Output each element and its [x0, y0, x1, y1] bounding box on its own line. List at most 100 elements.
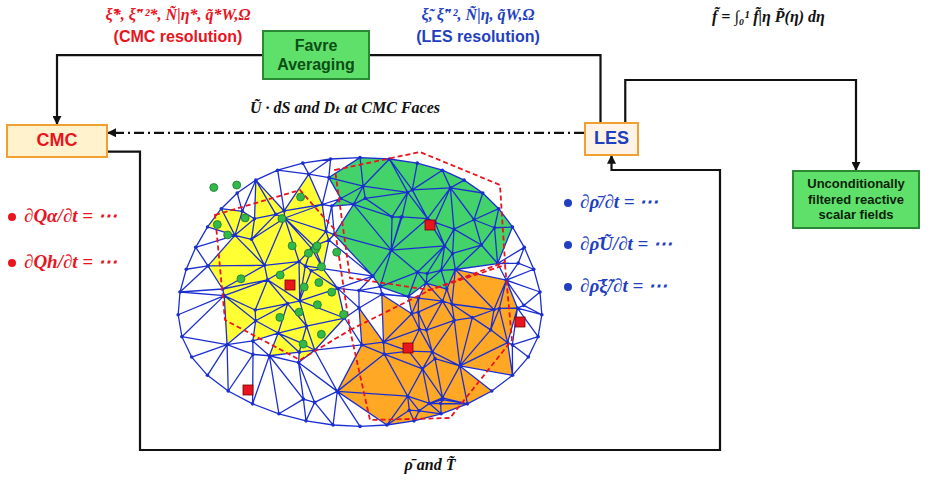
mesh-vertex: [481, 191, 485, 195]
mesh-vertex: [490, 389, 494, 393]
box-label: LES: [594, 128, 629, 150]
mesh-vertex: [309, 269, 313, 273]
mesh-vertex: [297, 361, 301, 365]
bullet: [8, 259, 16, 267]
mesh-vertex: [327, 176, 331, 180]
transport-equation: ∂Qα/∂t = ⋯: [24, 204, 117, 227]
mesh-vertex: [313, 401, 317, 405]
mesh-vertex: [416, 310, 420, 314]
mesh-vertex: [268, 354, 272, 358]
mesh-cell: [227, 345, 253, 391]
mesh-vertex: [540, 313, 544, 317]
mesh-vertex: [441, 168, 445, 172]
cmc-node: [340, 310, 348, 318]
mesh-vertex: [327, 238, 331, 242]
mesh-vertex: [329, 157, 333, 161]
mesh-vertex: [254, 178, 258, 182]
mesh-vertex: [251, 402, 255, 406]
mesh-vertex: [407, 295, 411, 299]
mesh-cell: [207, 345, 228, 391]
edge-label: Ũ · dS and Dₜ at CMC Faces: [247, 98, 443, 117]
mesh-vertex: [263, 264, 267, 268]
mesh-vertex: [240, 210, 244, 214]
cmc-node: [278, 215, 286, 223]
mesh-vertex: [250, 237, 254, 241]
mesh-vertex: [233, 234, 237, 238]
mesh-vertex: [439, 269, 443, 273]
mesh-vertex: [180, 335, 184, 339]
mesh-vertex: [462, 178, 466, 182]
mesh-vertex: [297, 350, 301, 354]
coupled-variables: ξ̃, ξ̃″², Ñ|η, q̃W,Ω: [422, 6, 535, 24]
mesh-vertex: [406, 394, 410, 398]
process-box: Favre Averaging: [262, 30, 370, 80]
output-box: Unconditionally filtered reactive scalar…: [792, 170, 920, 229]
mesh-vertex: [421, 367, 425, 371]
flow-arrow: [108, 152, 720, 450]
mesh-vertex: [303, 264, 307, 268]
partition-boundary: [335, 152, 505, 290]
box-label: Unconditionally filtered reactive scalar…: [802, 176, 910, 223]
mesh-vertex: [516, 261, 520, 265]
dashed-connector: [108, 132, 584, 134]
cmc-node: [237, 275, 245, 283]
cmc-node: [328, 288, 336, 296]
mesh-vertex: [274, 213, 278, 217]
mesh-vertex: [417, 409, 421, 413]
mesh-vertex: [425, 272, 429, 276]
mesh-vertex: [407, 408, 411, 412]
mesh-vertex: [449, 186, 453, 190]
mesh-vertex: [330, 204, 334, 208]
mesh-vertex: [493, 226, 497, 230]
mesh-vertex: [178, 290, 182, 294]
mesh-vertex: [358, 425, 362, 429]
mesh-vertex: [380, 293, 384, 297]
mesh-vertex: [176, 313, 180, 317]
cmc-cell-centre: [403, 343, 413, 353]
mesh-vertex: [361, 184, 365, 188]
pdf-integral: f̃ = ∫₀¹ f̃|η P̃(η) dη: [712, 8, 825, 26]
mesh-vertex: [371, 274, 375, 278]
transport-equation: ∂ρ̄/∂t = ⋯: [580, 190, 658, 213]
mesh-vertex: [511, 343, 515, 347]
mesh-vertex: [276, 168, 280, 172]
cmc-node: [288, 242, 296, 250]
mesh-vertex: [511, 374, 515, 378]
mesh-vertex: [454, 268, 458, 272]
cmc-node: [241, 214, 249, 222]
mesh-vertex: [302, 397, 306, 401]
mesh-vertex: [358, 156, 362, 160]
mesh-vertex: [190, 355, 194, 359]
mesh-cell: [337, 354, 407, 396]
flow-arrow: [57, 55, 262, 124]
mesh-vertex: [276, 331, 280, 335]
cmc-node: [317, 330, 325, 338]
mesh-vertex: [360, 343, 364, 347]
mesh-vertex: [522, 246, 526, 250]
mesh-vertex: [441, 299, 445, 303]
mesh-vertex: [425, 328, 429, 332]
cmc-node: [276, 313, 284, 321]
mesh-vertex: [226, 389, 230, 393]
mesh-vertex: [253, 308, 257, 312]
mesh-vertex: [451, 252, 455, 256]
edge-label: ρ̄ and T̃: [402, 456, 459, 474]
cmc-node: [297, 193, 305, 201]
partition-boundary: [350, 265, 512, 420]
solver-box: LES: [584, 122, 639, 156]
mesh-cell: [412, 170, 450, 190]
mesh-vertex: [266, 278, 270, 282]
mesh-vertex: [194, 246, 198, 250]
mesh-vertex: [235, 191, 239, 195]
mesh-vertex: [286, 302, 290, 306]
mesh-vertex: [378, 285, 382, 289]
mesh-vertex: [497, 207, 501, 211]
mesh-vertex: [415, 161, 419, 165]
mesh-vertex: [470, 316, 474, 320]
mesh-vertex: [298, 299, 302, 303]
mesh-vertex: [452, 227, 456, 231]
resolution-note: (CMC resolution): [114, 28, 243, 46]
mesh-vertex: [489, 328, 493, 332]
cmc-cell-centre: [243, 385, 253, 395]
